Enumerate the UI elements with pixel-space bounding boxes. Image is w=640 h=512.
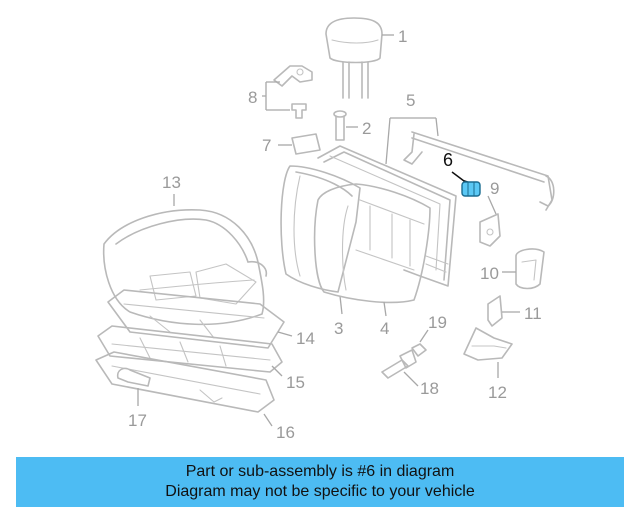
back-pad-part: [280, 165, 361, 315]
cushion-pad-part: [107, 289, 293, 349]
callout-4: 4: [380, 319, 389, 338]
callout-13: 13: [162, 173, 181, 192]
bolt-part-18: [381, 349, 419, 387]
callout-18: 18: [420, 379, 439, 398]
callout-3: 3: [334, 319, 343, 338]
callout-2: 2: [362, 119, 371, 138]
guide-part: [333, 110, 358, 141]
switch-part: [278, 133, 321, 155]
diagram-notice-banner: Part or sub-assembly is #6 in diagram Di…: [16, 457, 624, 507]
base-frame-part: [95, 351, 275, 427]
cushion-cover-part: [102, 194, 268, 326]
callout-5: 5: [406, 91, 415, 110]
callout-1: 1: [398, 27, 407, 46]
callout-15: 15: [286, 373, 305, 392]
callout-19: 19: [428, 313, 447, 332]
nut-part-19: [411, 329, 429, 357]
callout-9: 9: [490, 179, 499, 198]
callout-8: 8: [248, 88, 257, 107]
callout-16: 16: [276, 423, 295, 442]
spring-frame-part: [97, 325, 283, 377]
clip-part-11: [487, 295, 520, 327]
frame-rod-part: [385, 117, 555, 211]
clip-part-17: [116, 367, 151, 406]
notice-line-disclaimer: Diagram may not be specific to your vehi…: [165, 483, 475, 500]
bracket-part: [262, 65, 313, 119]
trim-part-12: [463, 327, 513, 378]
headrest-part: [325, 17, 394, 99]
hinge-part-9: [479, 195, 501, 247]
cover-part-10: [502, 248, 545, 290]
seat-back-frame-part: [317, 145, 457, 287]
callout-11: 11: [524, 304, 542, 323]
back-cover-part: [313, 183, 431, 317]
callout-12: 12: [488, 383, 507, 402]
callout-7: 7: [262, 136, 271, 155]
callout-10: 10: [480, 264, 499, 283]
callout-14: 14: [296, 329, 315, 348]
highlighted-bushing-part: [451, 171, 481, 197]
parts-diagram: 1 2 3 4 5 6 7 8 9 10 11 12 13 14 15 16 1…: [95, 17, 555, 442]
callout-6-highlighted: 6: [443, 150, 453, 170]
notice-line-part: Part or sub-assembly is #6 in diagram: [185, 463, 455, 480]
callout-17: 17: [128, 411, 147, 430]
